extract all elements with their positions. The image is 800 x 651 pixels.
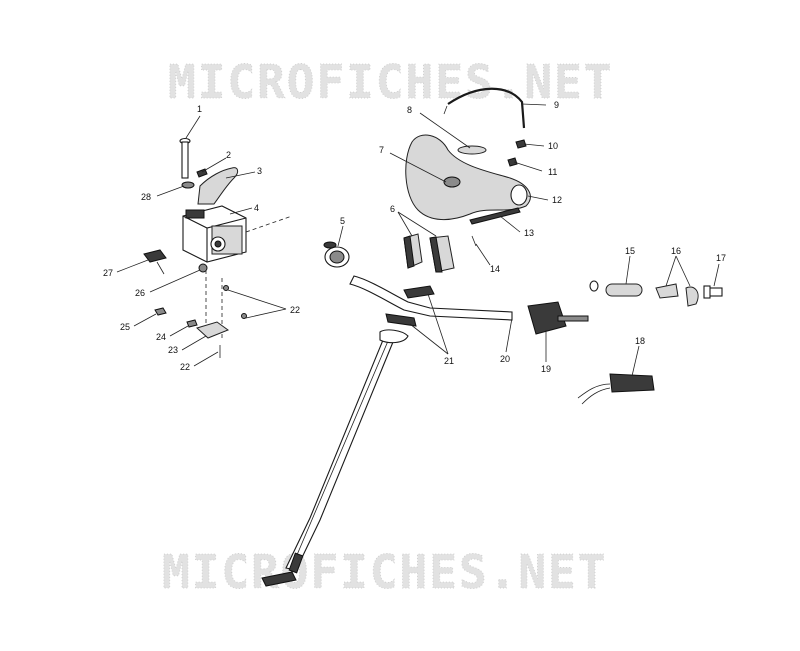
callout-22-b: 22 — [180, 362, 190, 372]
watermark-bottom: MICROFICHES.NET — [162, 545, 607, 599]
callout-15: 15 — [625, 246, 635, 256]
callout-14: 14 — [490, 264, 500, 274]
part-7-pad — [405, 134, 531, 220]
part-10-nut — [515, 139, 527, 149]
callout-3: 3 — [257, 166, 262, 176]
part-24-clip — [186, 319, 198, 328]
part-19-throttle — [527, 301, 589, 335]
part-5-bushing — [323, 241, 350, 268]
callout-4: 4 — [254, 203, 259, 213]
part-13-strip — [469, 207, 521, 225]
callout-6: 6 — [390, 204, 395, 214]
part-26-nut — [198, 263, 208, 273]
callout-17: 17 — [716, 253, 726, 263]
callout-13: 13 — [524, 228, 534, 238]
steering-column — [261, 329, 409, 587]
callout-1: 1 — [197, 104, 202, 114]
part-18-coil — [577, 373, 655, 405]
callout-11: 11 — [548, 167, 557, 177]
callout-2: 2 — [226, 150, 231, 160]
part-3-lever — [197, 167, 239, 205]
part-14-screw — [471, 235, 477, 247]
callout-28: 28 — [141, 192, 151, 202]
watermark-top: MICROFICHES.NET — [168, 55, 613, 109]
callout-9: 9 — [554, 100, 559, 110]
part-1-pin — [179, 137, 191, 179]
callout-24: 24 — [156, 332, 166, 342]
part-8-emblem — [457, 145, 487, 155]
callout-numbers: 1 2 3 4 5 6 7 8 9 10 11 12 13 14 15 16 1… — [103, 100, 726, 374]
callout-5: 5 — [340, 216, 345, 226]
part-4-housing — [182, 205, 247, 263]
left-assembly — [143, 137, 293, 358]
part-6-clamps — [403, 233, 455, 273]
part-11-nut — [507, 157, 518, 167]
part-23-plate — [196, 321, 230, 339]
part-22-screw-b — [241, 313, 247, 319]
callout-25: 25 — [120, 322, 130, 332]
handlebar-pad — [405, 87, 531, 247]
callout-21: 21 — [444, 356, 454, 366]
callout-26: 26 — [135, 288, 145, 298]
part-27-clamp — [143, 249, 167, 275]
callout-leaders — [116, 103, 720, 377]
callout-10: 10 — [548, 141, 558, 151]
part-17-bolt — [703, 285, 723, 299]
callout-19: 19 — [541, 364, 551, 374]
part-15-grip — [589, 280, 643, 297]
callout-12: 12 — [552, 195, 562, 205]
callout-20: 20 — [500, 354, 510, 364]
callout-27: 27 — [103, 268, 113, 278]
part-20-handlebar — [349, 275, 513, 327]
part-25-nut — [154, 307, 167, 316]
part-22-screw-a — [223, 285, 229, 291]
callout-18: 18 — [635, 336, 645, 346]
callout-23: 23 — [168, 345, 178, 355]
callout-22-a: 22 — [290, 305, 300, 315]
callout-8: 8 — [407, 105, 412, 115]
part-16-end-pieces — [655, 283, 699, 307]
callout-16: 16 — [671, 246, 681, 256]
part-12-pad-end — [510, 184, 528, 206]
part-28-washer — [181, 181, 195, 189]
callout-7: 7 — [379, 145, 384, 155]
